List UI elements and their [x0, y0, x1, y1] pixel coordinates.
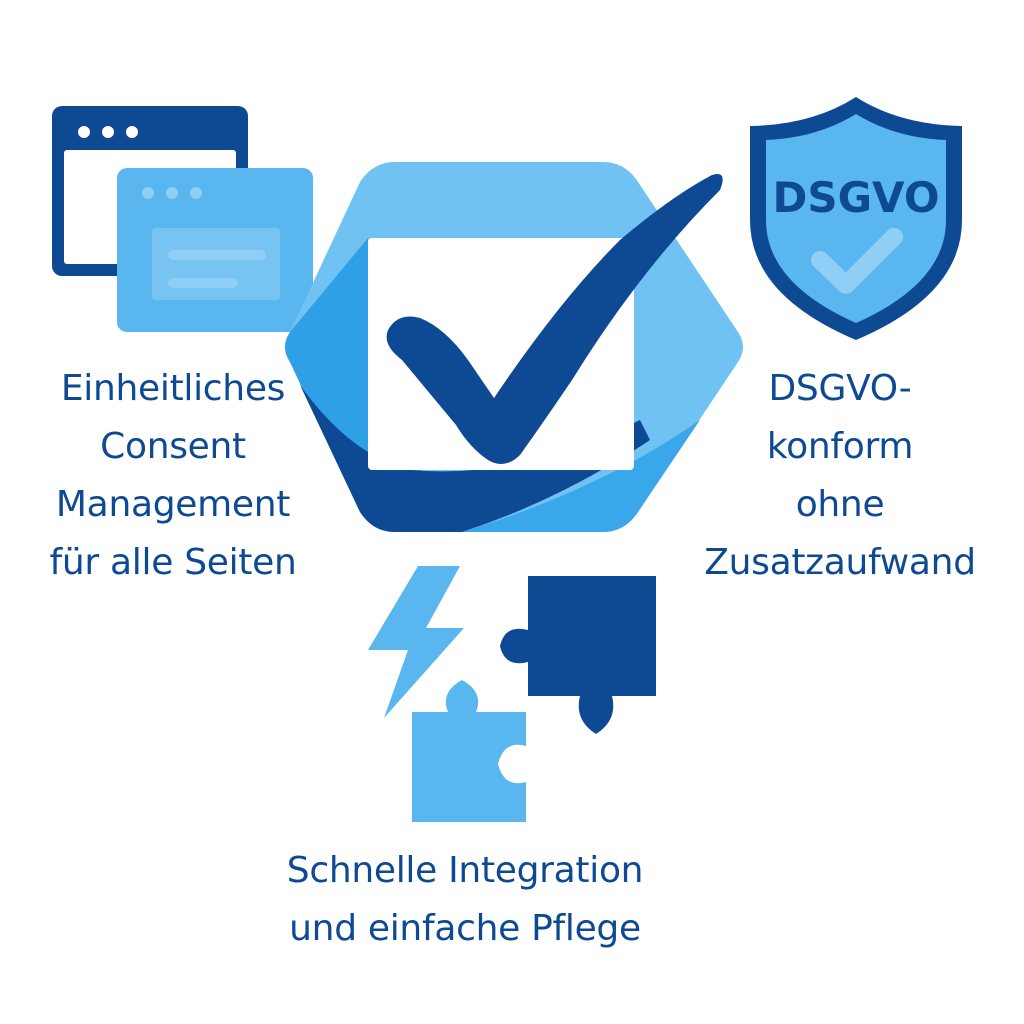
checkmark-badge-icon — [285, 162, 743, 532]
caption-line: Schnelle Integration — [286, 850, 644, 891]
shield-check-icon — [750, 97, 962, 340]
puzzle-pieces-icon — [412, 576, 656, 822]
caption-line: für alle Seiten — [49, 542, 297, 583]
caption-line: DSGVO- — [768, 368, 912, 409]
caption-line: Zusatzaufwand — [704, 542, 976, 583]
caption-unified-consent: Einheitliches Consent Management für all… — [18, 360, 328, 592]
caption-gdpr-compliant: DSGVO- konform ohne Zusatzaufwand — [670, 360, 1010, 592]
caption-line: Management — [55, 484, 291, 525]
lightning-icon — [368, 566, 464, 718]
caption-line: konform — [766, 426, 914, 467]
shield-label: DSGVO — [772, 173, 939, 222]
browser-windows-icon — [52, 106, 313, 332]
caption-line: Consent — [100, 426, 246, 467]
caption-line: Einheitliches — [60, 368, 286, 409]
caption-fast-integration: Schnelle Integration und einfache Pflege — [230, 842, 700, 958]
caption-line: ohne — [795, 484, 885, 525]
caption-line: und einfache Pflege — [289, 908, 641, 949]
